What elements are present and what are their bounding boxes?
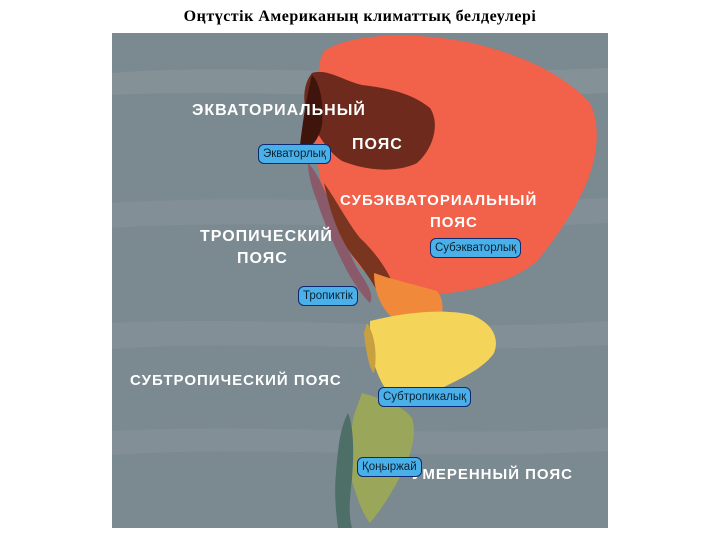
label-subequatorial-2: ПОЯС: [430, 214, 478, 231]
callout-temperate: Қоңыржай: [357, 457, 422, 477]
callout-subtropical: Субтропикалық: [378, 387, 472, 407]
label-tropical-2: ПОЯС: [237, 250, 288, 267]
subtropical-zone: [370, 311, 496, 397]
label-equatorial-1: ЭКВАТОРИАЛЬНЫЙ: [192, 100, 366, 119]
label-temperate: УМЕРЕННЫЙ ПОЯС: [412, 465, 573, 483]
equatorial-west-zone: [300, 75, 323, 148]
map-title: Оңтүстік Американың климаттық белдеулері: [183, 8, 537, 25]
ocean-band: [112, 320, 608, 349]
label-equatorial-2: ПОЯС: [352, 136, 403, 153]
label-subtropical: СУБТРОПИЧЕСКИЙ ПОЯС: [130, 371, 342, 389]
callout-tropical: Тропиктік: [298, 286, 358, 306]
callout-subequatorial: Субэкваторлық: [430, 238, 522, 258]
callout-equatorial: Экваторлық: [258, 144, 331, 164]
equatorial-zone: [304, 71, 435, 170]
label-tropical-1: ТРОПИЧЕСКИЙ: [200, 226, 333, 245]
climate-map-canvas: ЭКВАТОРИАЛЬНЫЙ ПОЯС СУБЭКВАТОРИАЛЬНЫЙ ПО…: [112, 33, 608, 528]
tropical-andes-strip: [324, 183, 394, 301]
label-subequatorial-1: СУБЭКВАТОРИАЛЬНЫЙ: [340, 191, 537, 209]
climate-map: ЭКВАТОРИАЛЬНЫЙ ПОЯС СУБЭКВАТОРИАЛЬНЫЙ ПО…: [112, 33, 608, 528]
mountain-strip: [335, 413, 354, 528]
subtropical-west-zone: [364, 323, 376, 373]
